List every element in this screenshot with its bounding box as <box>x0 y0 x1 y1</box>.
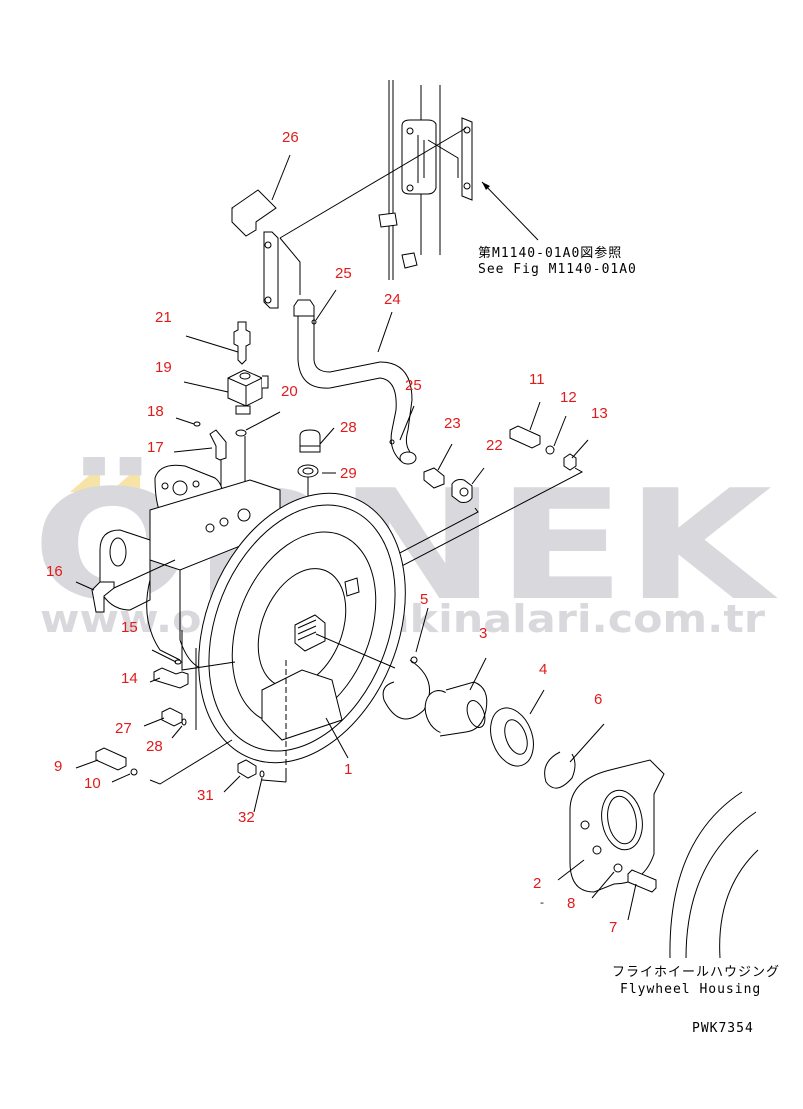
callout-26: 26 <box>282 129 299 146</box>
flywheel-label-en: Flywheel Housing <box>620 982 761 997</box>
callout-24: 24 <box>384 291 401 308</box>
callout-17: 17 <box>147 439 164 456</box>
callout-2: 2 <box>533 875 541 892</box>
callout-5: 5 <box>420 591 428 608</box>
callout-31: 31 <box>197 787 214 804</box>
callout-12: 12 <box>560 389 577 406</box>
left-bolts <box>91 559 265 779</box>
flywheel-label-jp: フライホイールハウジング <box>612 965 780 980</box>
callout-30: 29 <box>340 465 357 482</box>
callout-25-upper: 25 <box>335 265 352 282</box>
callout-6: 6 <box>594 691 602 708</box>
callout-16: 16 <box>46 563 63 580</box>
callout-3: 3 <box>479 625 487 642</box>
callout-11: 11 <box>529 371 545 388</box>
part-26-clamp <box>231 127 467 309</box>
callout-15: 15 <box>121 619 138 636</box>
part-24-hose <box>293 299 417 465</box>
callout-21: 21 <box>155 309 172 326</box>
callout-28: 28 <box>146 738 163 755</box>
watermark-accent-right <box>110 466 140 492</box>
callout-7: 7 <box>609 919 617 936</box>
reference-note-jp: 第M1140-01A0図参照 <box>478 245 622 261</box>
flywheel-housing-arcs <box>669 791 759 959</box>
callout-numbers: 26 25 24 21 19 20 18 17 28 29 25 23 22 1… <box>46 129 617 936</box>
reference-note-en: See Fig M1140-01A0 <box>478 262 637 277</box>
callout-1: 1 <box>344 761 352 778</box>
leader-lines <box>75 154 637 921</box>
part-1-flange <box>149 492 406 785</box>
reference-labels: 第M1140-01A0図参照 See Fig M1140-01A0 フライホイー… <box>478 245 780 1036</box>
frame-rails <box>378 80 539 280</box>
callout-18: 18 <box>147 403 164 420</box>
callout-13: 13 <box>591 405 608 422</box>
drawing-code: PWK7354 <box>692 1021 754 1036</box>
upper-fittings <box>193 321 321 520</box>
callout-25-lower: 25 <box>405 377 422 394</box>
callout-23: 23 <box>444 415 461 432</box>
callout-9: 9 <box>54 758 62 775</box>
callout-4: 4 <box>539 661 547 678</box>
callout-20: 20 <box>281 383 298 400</box>
stray-dash: - <box>540 896 544 909</box>
pump-body <box>99 464 281 671</box>
callout-27: 27 <box>115 720 132 737</box>
callout-19: 19 <box>155 359 172 376</box>
callout-29: 28 <box>340 419 357 436</box>
callout-10: 10 <box>84 775 101 792</box>
right-fittings <box>351 425 584 593</box>
shaft-parts <box>382 656 665 893</box>
callout-14: 14 <box>121 670 138 687</box>
watermark-accent-left <box>70 466 100 492</box>
callout-8: 8 <box>567 895 575 912</box>
callout-22: 22 <box>486 437 503 454</box>
callout-32: 32 <box>238 809 255 826</box>
